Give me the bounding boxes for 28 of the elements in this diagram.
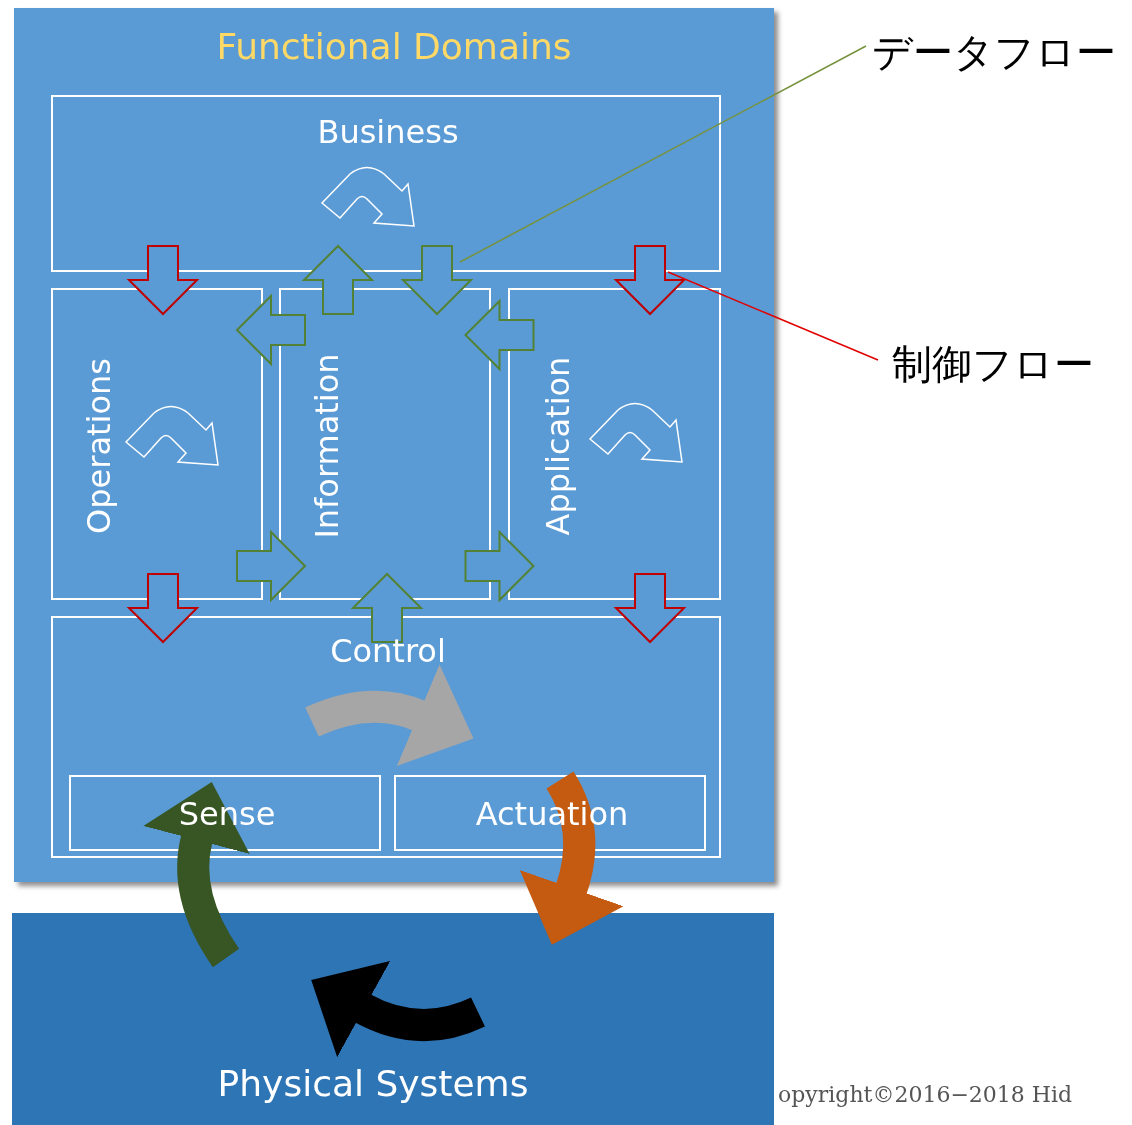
domain-label: Business xyxy=(316,113,460,151)
subdomain-box xyxy=(69,775,381,851)
block-arrow xyxy=(236,529,307,603)
domain-label: Application xyxy=(539,356,577,536)
leader-line xyxy=(459,45,867,263)
domain-label: Control xyxy=(329,632,447,670)
domain-panel xyxy=(14,8,774,882)
domain-box xyxy=(51,95,721,272)
block-arrow xyxy=(126,245,200,316)
system-label: Physical Systems xyxy=(216,1063,530,1104)
domain-label: Information xyxy=(308,353,346,539)
block-arrow xyxy=(301,244,375,315)
block-arrow xyxy=(126,573,200,644)
block-arrow xyxy=(400,245,474,316)
system-band xyxy=(12,913,774,1125)
copyright-note: opyright©2016−2018 Hid xyxy=(778,1082,1073,1107)
panel-title: Functional Domains xyxy=(215,26,573,67)
block-arrow xyxy=(613,245,687,316)
block-arrow xyxy=(613,573,687,644)
block-arrow xyxy=(464,529,535,603)
block-arrow xyxy=(350,572,424,643)
leader-line xyxy=(667,271,879,361)
flow-label: 制御フロー xyxy=(892,336,1122,392)
domain-label: Operations xyxy=(80,358,118,534)
block-arrow xyxy=(464,298,535,372)
domain-box xyxy=(51,616,721,858)
block-arrow xyxy=(235,293,306,367)
flow-label: データフロー xyxy=(872,24,1130,80)
